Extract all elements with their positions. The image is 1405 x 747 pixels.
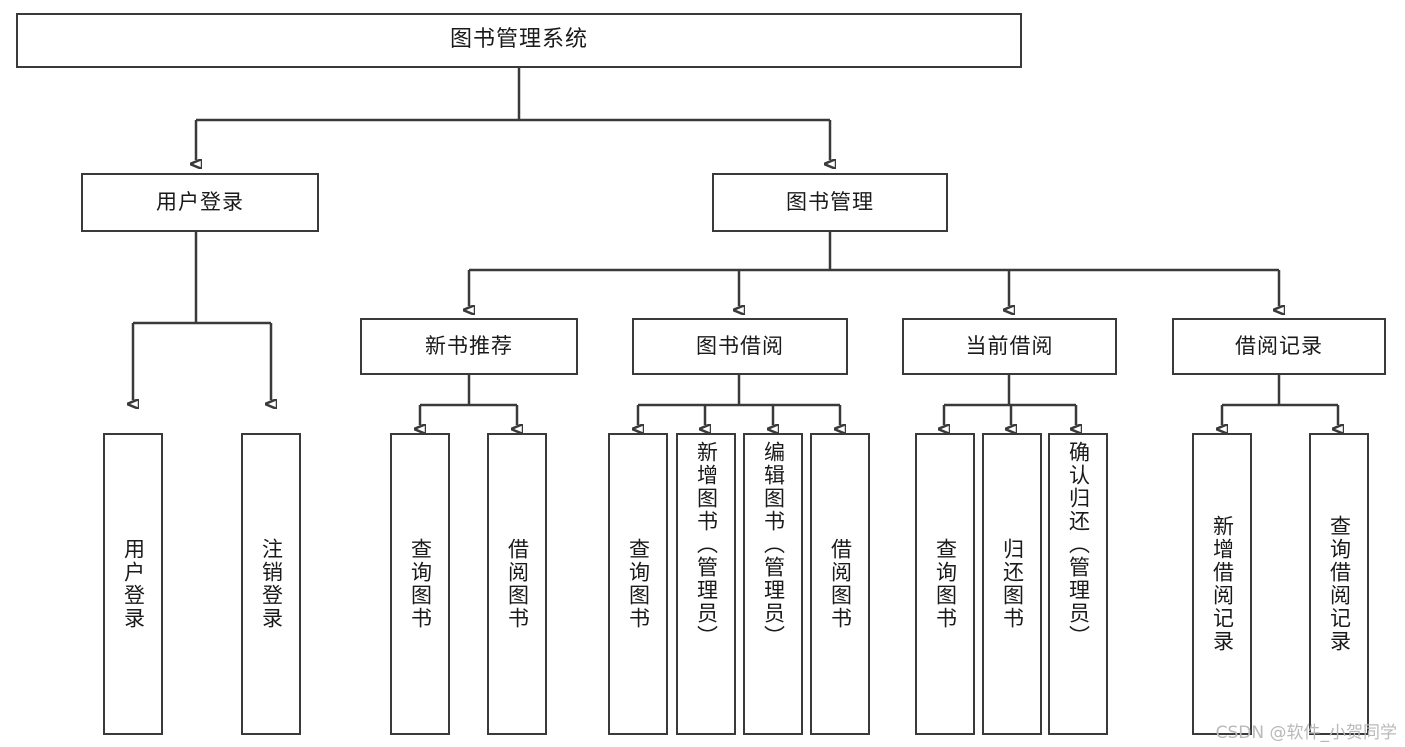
leaf-label: 借阅图书 — [505, 538, 530, 630]
leaf-label: 归还图书 — [1000, 538, 1025, 630]
node-label: 图书借阅 — [696, 333, 784, 358]
leaf-borrow-edit-book-admin[interactable]: 编辑图书（管理员） — [743, 433, 803, 735]
node-borrow-record[interactable]: 借阅记录 — [1172, 318, 1386, 375]
leaf-current-return-book[interactable]: 归还图书 — [982, 433, 1042, 735]
leaf-label: 查询图书 — [933, 538, 958, 630]
leaf-label: 查询图书 — [626, 538, 651, 630]
node-label: 图书管理 — [786, 189, 874, 214]
leaf-borrow-query-book[interactable]: 查询图书 — [608, 433, 668, 735]
leaf-record-query-record[interactable]: 查询借阅记录 — [1309, 433, 1369, 735]
leaf-label: 用户登录 — [121, 538, 146, 630]
leaf-label: 新增借阅记录 — [1210, 515, 1235, 653]
leaf-label: 新增图书（管理员） — [694, 441, 719, 648]
leaf-borrow-add-book-admin[interactable]: 新增图书（管理员） — [676, 433, 736, 735]
node-current-borrow[interactable]: 当前借阅 — [902, 318, 1117, 375]
leaf-label: 查询借阅记录 — [1327, 515, 1352, 653]
node-book-borrow[interactable]: 图书借阅 — [632, 318, 848, 375]
leaf-user-login-logout[interactable]: 注销登录 — [241, 433, 301, 735]
leaf-user-login-login[interactable]: 用户登录 — [103, 433, 163, 735]
leaf-label: 借阅图书 — [828, 538, 853, 630]
leaf-borrow-borrow-book[interactable]: 借阅图书 — [810, 433, 870, 735]
node-label: 当前借阅 — [965, 333, 1054, 358]
node-label: 用户登录 — [156, 189, 244, 214]
node-label: 新书推荐 — [425, 333, 513, 358]
node-label: 借阅记录 — [1235, 333, 1323, 358]
node-book-management[interactable]: 图书管理 — [712, 173, 948, 232]
leaf-current-query-book[interactable]: 查询图书 — [915, 433, 975, 735]
leaf-label: 确认归还（管理员） — [1066, 441, 1091, 648]
leaf-new-book-borrow[interactable]: 借阅图书 — [487, 433, 547, 735]
leaf-record-add-record[interactable]: 新增借阅记录 — [1192, 433, 1252, 735]
leaf-label: 查询图书 — [408, 538, 433, 630]
leaf-current-confirm-return-admin[interactable]: 确认归还（管理员） — [1048, 433, 1108, 735]
node-root-system[interactable]: 图书管理系统 — [16, 13, 1022, 68]
node-label: 图书管理系统 — [449, 27, 588, 53]
watermark-text: CSDN @软件_小贺同学 — [1215, 723, 1397, 743]
node-new-book-recommend[interactable]: 新书推荐 — [360, 318, 578, 375]
leaf-label: 注销登录 — [259, 538, 284, 630]
node-user-login[interactable]: 用户登录 — [81, 173, 319, 232]
leaf-label: 编辑图书（管理员） — [761, 441, 786, 648]
leaf-new-book-query[interactable]: 查询图书 — [390, 433, 450, 735]
